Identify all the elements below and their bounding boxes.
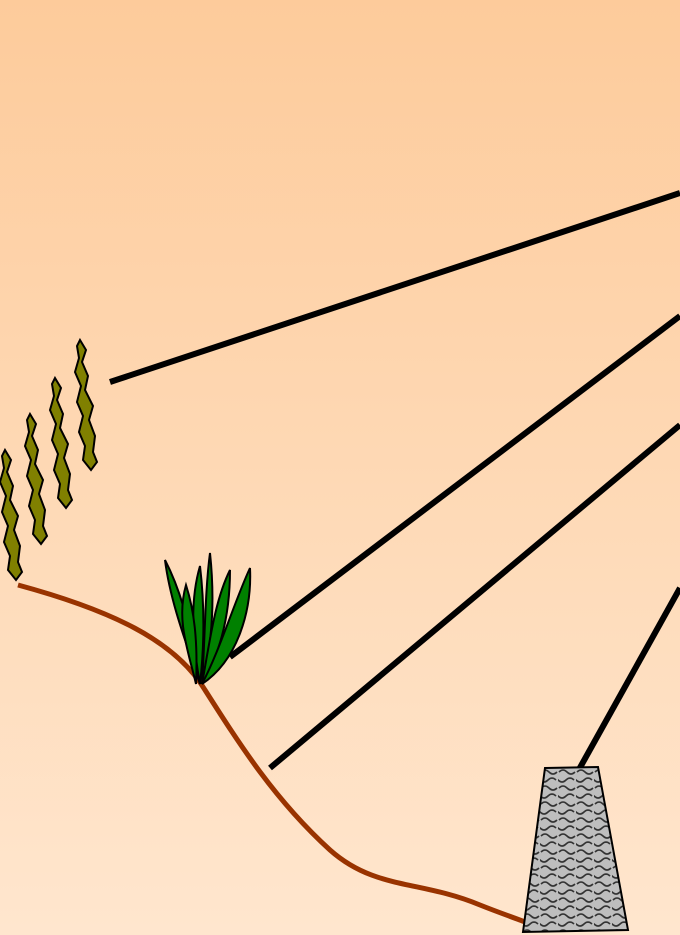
diagram-svg: [0, 0, 680, 935]
diagram-canvas: [0, 0, 680, 935]
